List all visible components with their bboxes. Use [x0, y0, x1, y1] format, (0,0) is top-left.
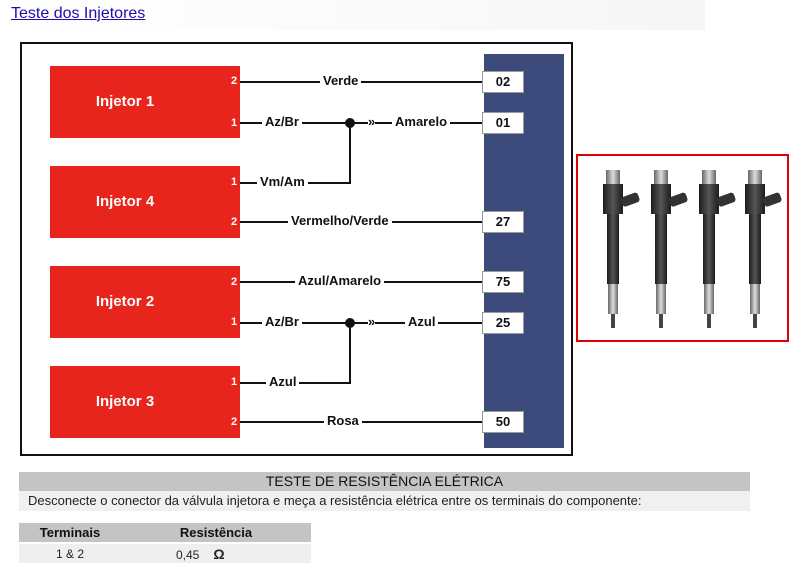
page-title-link[interactable]: Teste dos Injetores [11, 5, 146, 22]
wire-rosa [240, 421, 484, 423]
wire-label-verde: Verde [320, 73, 362, 89]
resistance-test-heading: TESTE DE RESISTÊNCIA ELÉTRICA [19, 472, 750, 491]
injector-1-pin-top: 2 [228, 74, 240, 88]
wire-az-br-1 [240, 122, 484, 124]
injector-graphic [745, 170, 782, 328]
wire-junction-1-vertical [349, 122, 351, 182]
injector-graphic [699, 170, 736, 328]
wire-label-az-br-1: Az/Br [262, 114, 302, 130]
injector-2-block: Injetor 2 [50, 266, 240, 338]
column-header-resistance: Resistência [121, 523, 311, 542]
injector-4-pin-bottom: 2 [228, 215, 240, 229]
injector-2-pin-bottom: 1 [228, 315, 240, 329]
injector-3-block: Injetor 3 [50, 366, 240, 438]
connector-symbol-2: » [368, 314, 376, 329]
wire-verde [240, 81, 484, 83]
injector-graphic [651, 170, 688, 328]
wire-label-azul-out: Azul [405, 314, 439, 330]
wire-label-vm-am: Vm/Am [257, 174, 308, 190]
wire-label-azul-amarelo: Azul/Amarelo [295, 273, 385, 289]
column-header-terminals: Terminais [19, 523, 121, 542]
injector-2-pin-top: 2 [228, 275, 240, 289]
junction-node-1 [345, 118, 355, 128]
injector-1-pin-bottom: 1 [228, 116, 240, 130]
title-bar: Teste dos Injetores [0, 0, 705, 30]
wiring-diagram: Injetor 1 2 1 Injetor 4 1 2 Injetor 2 2 … [20, 42, 573, 456]
injector-3-pin-bottom: 2 [228, 415, 240, 429]
terminal-50: 50 [482, 411, 524, 433]
terminal-02: 02 [482, 71, 524, 93]
ohm-unit: Ω [213, 545, 225, 562]
resistance-value: 0,45 [176, 547, 200, 562]
wire-label-rosa: Rosa [324, 413, 362, 429]
resistance-test-description: Desconecte o conector da válvula injetor… [19, 491, 750, 511]
terminal-01: 01 [482, 112, 524, 134]
table-header-row: Terminais Resistência [19, 523, 311, 542]
terminal-25: 25 [482, 312, 524, 334]
injectors-illustration [603, 170, 782, 328]
injector-graphic [603, 170, 640, 328]
injector-3-pin-top: 1 [228, 375, 240, 389]
injector-2-label: Injetor 2 [95, 293, 155, 310]
injector-3-label: Injetor 3 [95, 393, 155, 410]
injector-1-block: Injetor 1 [50, 66, 240, 138]
injector-1-label: Injetor 1 [95, 93, 155, 110]
injector-4-label: Injetor 4 [95, 193, 155, 210]
wire-label-azul-in: Azul [266, 374, 300, 390]
connector-symbol-1: » [368, 114, 376, 129]
wire-junction-2-vertical [349, 322, 351, 382]
injector-4-pin-top: 1 [228, 175, 240, 189]
terminal-27: 27 [482, 211, 524, 233]
cell-terminals: 1 & 2 [19, 544, 121, 563]
injector-4-block: Injetor 4 [50, 166, 240, 238]
junction-node-2 [345, 318, 355, 328]
cell-resistance: 0,45 Ω [121, 544, 311, 563]
injectors-photo [576, 154, 789, 342]
wire-label-az-br-2: Az/Br [262, 314, 302, 330]
wire-label-amarelo: Amarelo [392, 114, 451, 130]
table-row: 1 & 2 0,45 Ω [19, 544, 311, 563]
terminal-75: 75 [482, 271, 524, 293]
wire-label-vermelho-verde: Vermelho/Verde [288, 213, 392, 229]
wire-az-br-2 [240, 322, 484, 324]
resistance-table: Terminais Resistência 1 & 2 0,45 Ω [19, 523, 311, 563]
